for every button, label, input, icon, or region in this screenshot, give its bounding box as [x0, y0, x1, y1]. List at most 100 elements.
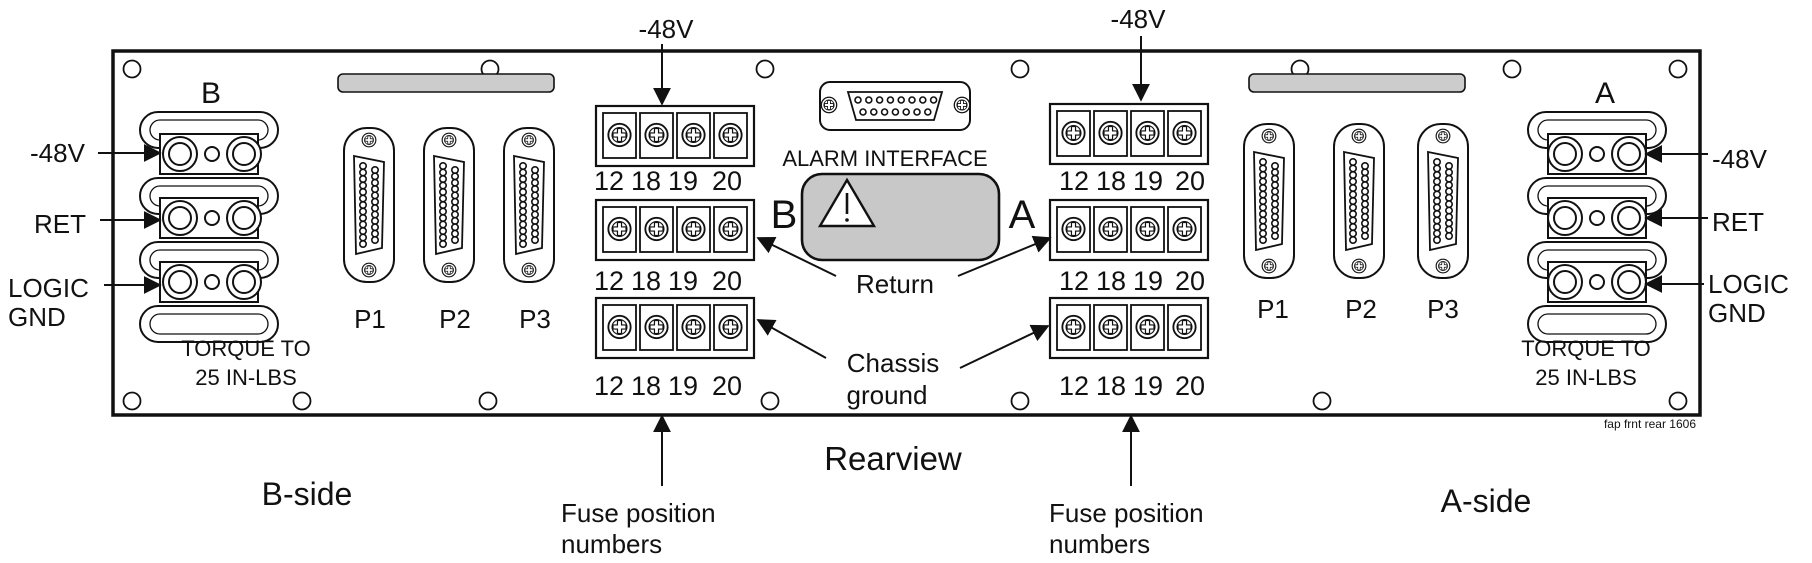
fuse-number: 20 [1175, 266, 1205, 296]
fuse-top-label-b: -48V [639, 14, 695, 44]
port-label-a-p3: P3 [1427, 294, 1459, 324]
fuse-block [594, 104, 756, 168]
torque-label-a-1: TORQUE TO [1521, 336, 1651, 361]
screw-icon [361, 132, 377, 148]
screw-icon [1435, 128, 1451, 144]
screw-icon [607, 122, 632, 148]
screw-icon [1261, 258, 1277, 274]
screw-icon [718, 216, 743, 242]
fuse-caption-b-2: numbers [561, 529, 662, 559]
fuse-block [1048, 296, 1210, 360]
screw-icon [441, 262, 457, 278]
port-label-a-p1: P1 [1257, 294, 1289, 324]
db25-connector-icon [1243, 123, 1295, 279]
screw-icon [644, 122, 669, 148]
fuse-block [594, 198, 756, 262]
return-label: Return [856, 269, 934, 299]
fuse-number: 19 [668, 166, 698, 196]
screw-icon [681, 216, 706, 242]
port-label-b-p2: P2 [439, 304, 471, 334]
screw-icon [644, 314, 669, 340]
fuse-block [1048, 102, 1210, 166]
port-label-b-p3: P3 [519, 304, 551, 334]
mounting-hole-icon [1010, 391, 1030, 411]
fuse-numbers-a: 12 18 19 20 12 18 19 20 12 18 19 20 [1059, 166, 1205, 401]
fuse-number: 20 [712, 266, 742, 296]
terminal-label-a-gnd: GND [1708, 298, 1766, 328]
fuse-number: 12 [594, 166, 624, 196]
db25-connectors-b [343, 127, 555, 283]
fuse-number: 20 [712, 371, 742, 401]
fuse-number: 12 [1059, 371, 1089, 401]
screw-icon [1351, 128, 1367, 144]
screw-icon [681, 122, 706, 148]
screw-icon [820, 96, 838, 114]
screw-icon [953, 96, 971, 114]
terminal-label-a-ret: RET [1712, 207, 1764, 237]
terminal-label-b-logic: LOGIC [8, 273, 89, 303]
fuse-number: 19 [1133, 166, 1163, 196]
fuse-number: 18 [631, 371, 661, 401]
fuse-blocks-a [1048, 102, 1210, 360]
screw-icon [1098, 314, 1123, 340]
screw-icon [361, 262, 377, 278]
screw-icon [521, 132, 537, 148]
label-plate-a [1248, 73, 1466, 93]
db25-connectors-a [1243, 123, 1469, 279]
port-label-a-p2: P2 [1345, 294, 1377, 324]
screw-icon [1135, 216, 1160, 242]
rearview-title: Rearview [824, 440, 962, 477]
figure-credit: fap frnt rear 1606 [1604, 417, 1696, 431]
screw-icon [1172, 314, 1197, 340]
fuse-number: 20 [1175, 371, 1205, 401]
screw-icon [1061, 120, 1086, 146]
warning-triangle-icon [817, 177, 877, 228]
fuse-numbers-b: 12 18 19 20 12 18 19 20 12 18 19 20 [594, 166, 742, 401]
terminal-label-a-neg48: -48V [1712, 144, 1768, 174]
db15-connector-icon [819, 81, 971, 131]
mounting-hole-icon [755, 59, 775, 79]
fuse-number: 20 [712, 166, 742, 196]
side-caption-a: A-side [1441, 483, 1532, 519]
screw-icon [1435, 258, 1451, 274]
db25-connector-icon [1417, 123, 1469, 279]
screw-icon [1172, 120, 1197, 146]
db25-connector-icon [1333, 123, 1385, 279]
fuse-number: 19 [1133, 371, 1163, 401]
terminal-label-a-logic: LOGIC [1708, 269, 1789, 299]
label-plate-b [337, 73, 555, 93]
screw-icon [521, 262, 537, 278]
fuse-number: 19 [668, 266, 698, 296]
fuse-number: 12 [1059, 266, 1089, 296]
terminal-label-b-ret: RET [34, 209, 86, 239]
terminal-block-b: B TORQUE TO 25 IN-LBS [139, 77, 311, 390]
screw-icon [441, 132, 457, 148]
side-letter-a: A [1595, 77, 1615, 110]
fuse-caption-b-1: Fuse position [561, 498, 716, 528]
alarm-letter-a: A [1009, 193, 1036, 237]
terminal-block-a: A TORQUE TO 25 IN-LBS [1521, 77, 1667, 390]
fuse-number: 18 [1096, 266, 1126, 296]
screw-icon [607, 314, 632, 340]
torque-label-a-2: 25 IN-LBS [1535, 365, 1637, 390]
terminal-label-b-gnd: GND [8, 302, 66, 332]
port-label-b-p1: P1 [354, 304, 386, 334]
screw-icon [718, 122, 743, 148]
mounting-hole-icon [1312, 391, 1332, 411]
screw-icon [1061, 216, 1086, 242]
chassis-label-2: ground [847, 380, 928, 410]
fuse-number: 19 [1133, 266, 1163, 296]
mounting-hole-icon [478, 391, 498, 411]
screw-icon [718, 314, 743, 340]
fuse-number: 18 [631, 266, 661, 296]
torque-label-b-1: TORQUE TO [181, 336, 311, 361]
mounting-hole-icon [292, 391, 312, 411]
screw-icon [644, 216, 669, 242]
fuse-number: 19 [668, 371, 698, 401]
screw-icon [1098, 120, 1123, 146]
mounting-hole-icon [122, 59, 142, 79]
screw-icon [1098, 216, 1123, 242]
side-caption-b: B-side [262, 476, 353, 512]
fuse-number: 12 [1059, 166, 1089, 196]
